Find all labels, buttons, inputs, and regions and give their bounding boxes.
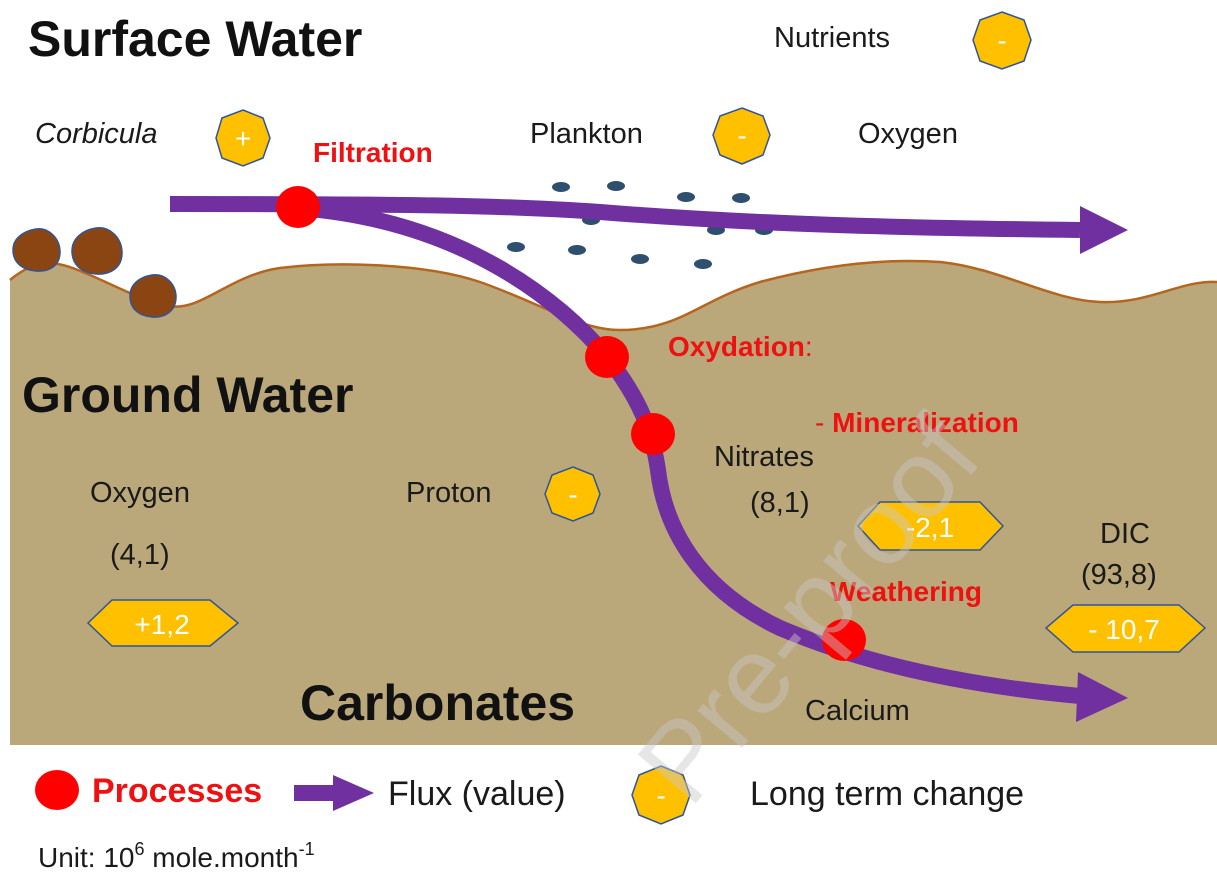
- proton-label: Proton: [406, 477, 491, 509]
- surface-oxygen-label: Oxygen: [858, 118, 958, 150]
- oxydation-colon: :: [805, 331, 813, 362]
- nitrates-label: Nitrates: [714, 441, 814, 473]
- legend-long-term-label: Long term change: [750, 775, 1024, 813]
- legend-badge-shape: [631, 765, 691, 825]
- oxydation-text: Oxydation: [668, 331, 805, 362]
- surface-flux-arrowhead: [1080, 206, 1128, 254]
- plankton-dot: [568, 245, 586, 255]
- plankton-dot: [732, 193, 750, 203]
- badge-plankton: -: [712, 107, 771, 165]
- badge-nutrients: -: [972, 11, 1032, 70]
- oxydation-process-dot: [585, 336, 629, 378]
- unit-exponent-6: 6: [135, 839, 145, 859]
- corbicula-shell: [129, 274, 177, 318]
- legend: Processes Flux (value) - Long term chang…: [35, 765, 1024, 825]
- badge-oxygen-gw-label: +1,2: [134, 609, 189, 640]
- badge-proton: -: [544, 466, 601, 522]
- mineralization-process-dot: [631, 413, 675, 455]
- corbicula-shell: [12, 228, 61, 272]
- groundwater-flux-arrow: [297, 200, 1081, 704]
- legend-flux-label: Flux (value): [388, 775, 566, 813]
- plankton-dot: [694, 259, 712, 269]
- badge-shape: [544, 466, 601, 522]
- corbicula-label: Corbicula: [35, 118, 158, 150]
- plankton-dot: [552, 182, 570, 192]
- ground-water-title: Ground Water: [22, 367, 353, 423]
- plankton-label: Plankton: [530, 118, 643, 150]
- plankton-dot: [631, 254, 649, 264]
- legend-processes-label: Processes: [92, 772, 262, 810]
- badge-dic-label: - 10,7: [1088, 614, 1160, 645]
- legend-flux-arrowhead: [333, 775, 374, 811]
- badge-corbicula-label: +: [235, 123, 251, 154]
- badge-nitrates-label: -2,1: [906, 512, 954, 543]
- corbicula-shell: [71, 227, 123, 275]
- calcium-label: Calcium: [805, 695, 910, 727]
- legend-process-dot: [35, 770, 79, 810]
- dic-label: DIC: [1100, 518, 1150, 550]
- corbicula-shells: [12, 227, 177, 318]
- badge-corbicula: +: [215, 109, 271, 167]
- nitrates-value: (8,1): [750, 487, 810, 519]
- badge-dic: - 10,7: [1044, 604, 1207, 653]
- badge-proton-label: -: [568, 479, 577, 510]
- weathering-process-dot: [822, 619, 866, 661]
- gw-oxygen-value: (4,1): [110, 539, 170, 571]
- surface-flux-arrow: [169, 196, 1081, 238]
- oxydation-label: Oxydation:: [668, 331, 813, 362]
- groundwater-flux-arrowhead: [1076, 672, 1128, 722]
- badge-plankton-label: -: [737, 120, 746, 151]
- plankton-dot: [607, 181, 625, 191]
- legend-badge-label: -: [656, 780, 665, 811]
- gw-oxygen-label: Oxygen: [90, 477, 190, 509]
- badge-shape: [856, 501, 1005, 551]
- carbonates-title: Carbonates: [300, 675, 575, 731]
- unit-exponent-minus1: -1: [299, 839, 315, 859]
- plankton-dot: [507, 242, 525, 252]
- plankton-dot: [677, 192, 695, 202]
- process-dots: [276, 186, 866, 661]
- badge-shape: [712, 107, 771, 165]
- mineralization-dash: -: [815, 407, 832, 438]
- mineralization-label: - Mineralization: [815, 407, 1019, 438]
- unit-middle: mole.month: [145, 842, 299, 873]
- dic-value: (93,8): [1081, 559, 1157, 591]
- badge-oxygen-gw: +1,2: [86, 599, 240, 647]
- unit-label: Unit: 106 mole.month-1: [38, 839, 315, 873]
- surface-water-title: Surface Water: [28, 11, 362, 67]
- nutrients-label: Nutrients: [774, 22, 890, 54]
- weathering-label: Weathering: [830, 576, 982, 607]
- badge-nutrients-label: -: [997, 25, 1006, 56]
- badge-nitrates: -2,1: [856, 501, 1005, 551]
- filtration-label: Filtration: [313, 137, 433, 168]
- filtration-process-dot: [276, 186, 320, 228]
- badge-shape: [86, 599, 240, 647]
- mineralization-text: Mineralization: [832, 407, 1019, 438]
- unit-prefix: Unit: 10: [38, 842, 135, 873]
- ground-region: [10, 260, 1217, 745]
- badge-shape: [215, 109, 271, 167]
- badge-shape: [972, 11, 1032, 70]
- badge-shape: [1044, 604, 1207, 653]
